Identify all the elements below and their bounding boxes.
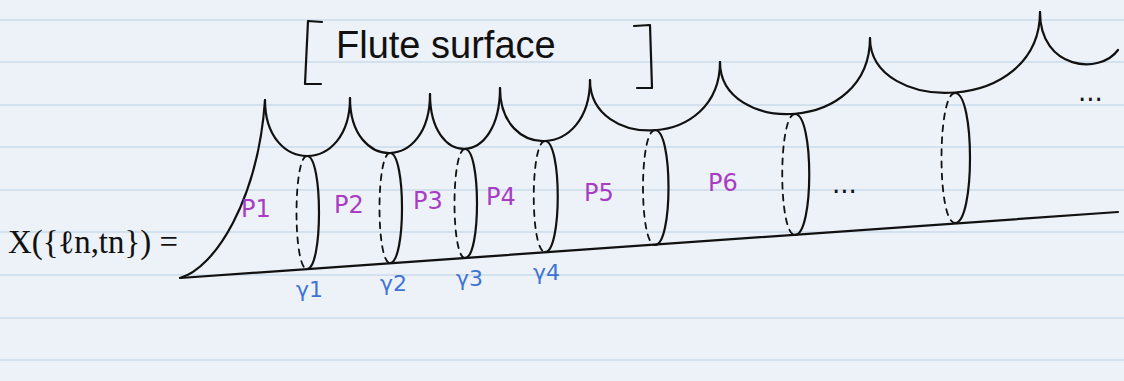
cusp-curve <box>1040 12 1118 64</box>
pants-label: P6 <box>708 170 738 198</box>
gamma-curve <box>390 153 402 263</box>
continuation-dots: ... <box>1078 78 1103 108</box>
gamma-curve-back <box>455 149 466 258</box>
gamma-curve-back <box>297 156 308 269</box>
cusp-curve <box>590 62 720 130</box>
pants-label: P1 <box>241 196 271 224</box>
pants-label: P4 <box>486 184 516 212</box>
bracket-right <box>634 25 652 88</box>
pants-label: P2 <box>334 192 364 220</box>
continuation-dots: ... <box>832 170 857 200</box>
gamma-curve-back <box>380 153 391 263</box>
cusp-curve <box>430 88 500 149</box>
pants-label: P5 <box>584 180 614 208</box>
surface-formula: X({ℓn,tn}) = <box>8 224 178 262</box>
curve-label: γ2 <box>380 271 407 296</box>
gamma-curve <box>545 141 558 252</box>
curve-label: γ3 <box>456 266 483 291</box>
gamma-curve <box>465 149 477 258</box>
gamma-curve <box>955 93 970 223</box>
cusp-curve <box>870 12 1040 93</box>
gamma-curve <box>655 130 669 245</box>
bracket-left <box>305 21 322 84</box>
gamma-curve <box>307 156 319 269</box>
pants-label: P3 <box>413 188 443 216</box>
gamma-curve-back <box>643 130 655 245</box>
cusp-curve <box>180 100 265 278</box>
gamma-curve <box>795 114 809 235</box>
cusp-curve <box>720 38 870 114</box>
gamma-curve-back <box>942 93 956 223</box>
curve-label: γ4 <box>533 260 560 285</box>
bottom-boundary <box>180 212 1118 278</box>
title-text: Flute surface <box>336 24 556 68</box>
gamma-curve-back <box>782 114 795 235</box>
gamma-curve-back <box>534 141 545 252</box>
cusp-curve <box>350 94 430 153</box>
cusp-curve <box>500 80 590 141</box>
curve-label: γ1 <box>296 277 323 302</box>
cusp-curve <box>265 98 350 156</box>
